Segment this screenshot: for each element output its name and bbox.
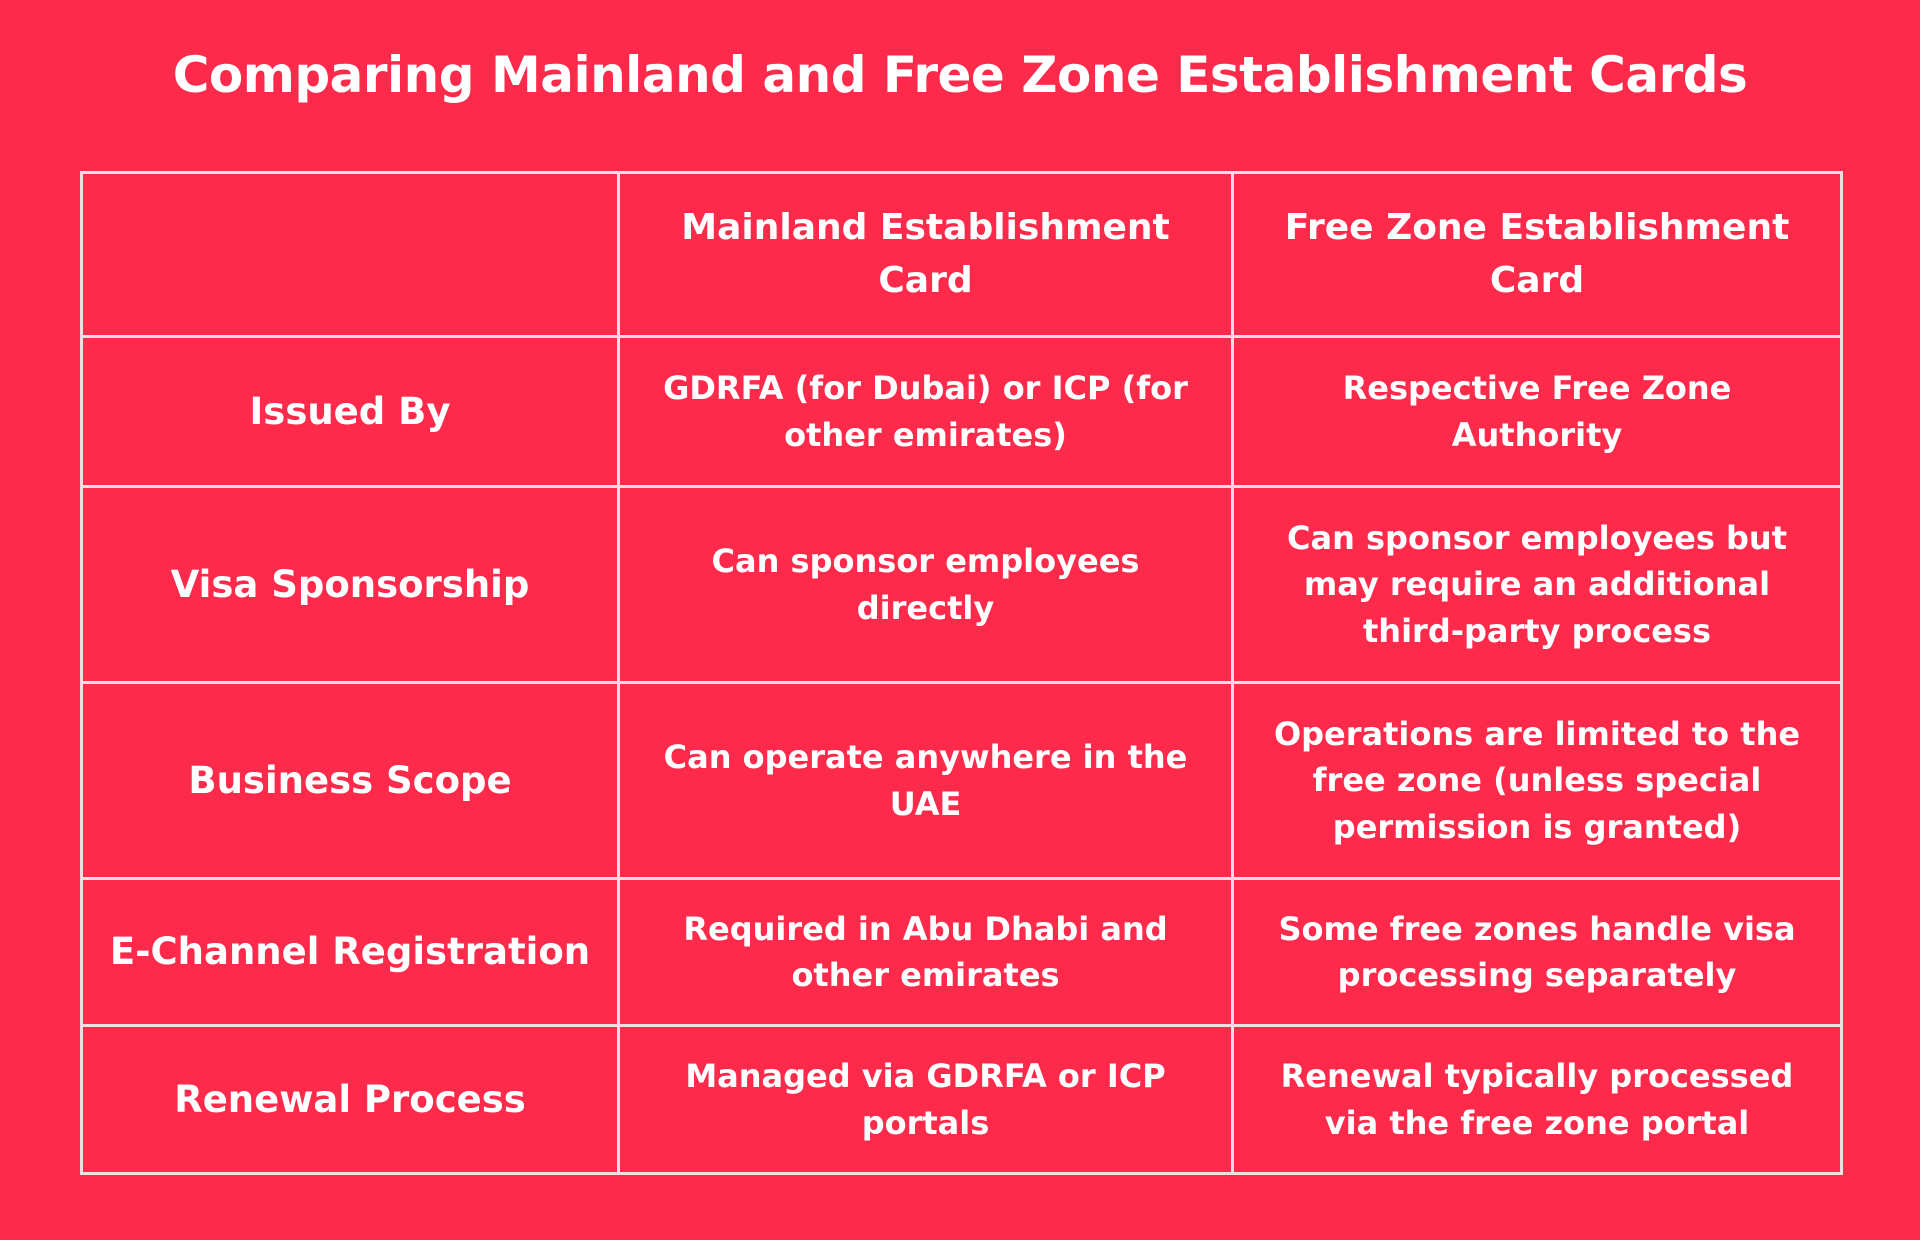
row-label: Issued By <box>80 335 620 488</box>
header-freezone: Free Zone Establishment Card <box>1231 171 1843 338</box>
row-label: Visa Sponsorship <box>80 485 620 684</box>
table-row: Issued By GDRFA (for Dubai) or ICP (for … <box>80 335 1843 488</box>
mainland-cell: Managed via GDRFA or ICP portals <box>617 1024 1234 1175</box>
mainland-cell: Can operate anywhere in the UAE <box>617 681 1234 880</box>
row-label: Renewal Process <box>80 1024 620 1175</box>
freezone-cell: Operations are limited to the free zone … <box>1231 681 1843 880</box>
mainland-cell: GDRFA (for Dubai) or ICP (for other emir… <box>617 335 1234 488</box>
comparison-table: Mainland Establishment Card Free Zone Es… <box>80 171 1843 1175</box>
header-mainland: Mainland Establishment Card <box>617 171 1234 338</box>
table-row: Visa Sponsorship Can sponsor employees d… <box>80 485 1843 684</box>
row-label: Business Scope <box>80 681 620 880</box>
mainland-cell: Required in Abu Dhabi and other emirates <box>617 877 1234 1027</box>
header-row: Mainland Establishment Card Free Zone Es… <box>80 171 1843 338</box>
header-empty <box>80 171 620 338</box>
freezone-cell: Can sponsor employees but may require an… <box>1231 485 1843 684</box>
freezone-cell: Renewal typically processed via the free… <box>1231 1024 1843 1175</box>
table-row: Renewal Process Managed via GDRFA or ICP… <box>80 1024 1843 1175</box>
row-label: E-Channel Registration <box>80 877 620 1027</box>
page-title: Comparing Mainland and Free Zone Establi… <box>172 46 1748 104</box>
freezone-cell: Some free zones handle visa processing s… <box>1231 877 1843 1027</box>
mainland-cell: Can sponsor employees directly <box>617 485 1234 684</box>
table-row: E-Channel Registration Required in Abu D… <box>80 877 1843 1027</box>
table-row: Business Scope Can operate anywhere in t… <box>80 681 1843 880</box>
freezone-cell: Respective Free Zone Authority <box>1231 335 1843 488</box>
